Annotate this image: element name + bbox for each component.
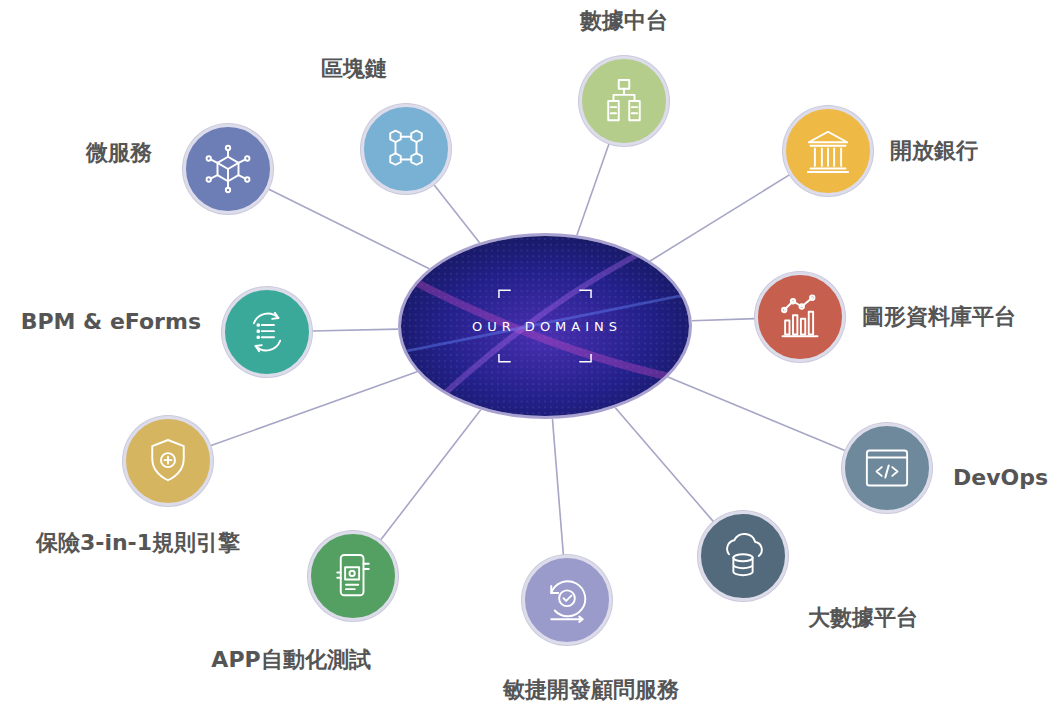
connector-line <box>210 372 417 446</box>
domain-icon <box>225 290 309 374</box>
connector-line <box>668 377 846 451</box>
domain-circle: DevOps <box>842 423 932 513</box>
connector-line <box>380 410 480 541</box>
domain-circle: 保險3-in-1規則引擎 <box>123 416 213 506</box>
center-label: OUR DOMAINS <box>472 319 622 334</box>
domain-label: 數據中台 <box>580 8 668 34</box>
center-ellipse: OUR DOMAINS <box>398 233 692 419</box>
domain-label: 大數據平台 <box>808 605 918 631</box>
domain-label: 微服務 <box>86 140 152 166</box>
domain-circle: 大數據平台 <box>698 511 788 601</box>
connector-line <box>434 184 480 242</box>
domain-icon <box>582 59 666 143</box>
connector-line <box>615 408 713 522</box>
domain-label: DevOps <box>953 465 1048 491</box>
domain-circle: 圖形資料庫平台 <box>755 272 845 362</box>
domain-circle: 開放銀行 <box>783 106 873 196</box>
domain-label: 開放銀行 <box>890 138 978 164</box>
domain-label: APP自動化測試 <box>211 647 370 673</box>
domain-icon <box>364 107 448 191</box>
domain-label: BPM & eForms <box>21 309 201 335</box>
domain-icon <box>186 127 270 211</box>
domain-icon <box>758 275 842 359</box>
domain-icon <box>845 426 929 510</box>
connector-line <box>692 319 755 321</box>
domain-label: 圖形資料庫平台 <box>862 304 1016 330</box>
domain-icon <box>701 514 785 598</box>
domain-circle: APP自動化測試 <box>308 531 398 621</box>
domain-icon <box>525 558 609 642</box>
domain-label: 保險3-in-1規則引擎 <box>36 530 240 556</box>
connector-line <box>552 419 563 555</box>
domain-circle: BPM & eForms <box>222 287 312 377</box>
domain-circle: 敏捷開發顧問服務 <box>522 555 612 645</box>
domain-icon <box>126 419 210 503</box>
domain-label: 敏捷開發顧問服務 <box>503 677 679 703</box>
connector-line <box>312 329 398 331</box>
connector-line <box>577 143 609 235</box>
domain-circle: 數據中台 <box>579 56 669 146</box>
domain-circle: 區塊鏈 <box>361 104 451 194</box>
domain-icon <box>786 109 870 193</box>
domain-icon <box>311 534 395 618</box>
domain-label: 區塊鏈 <box>321 56 387 82</box>
domain-circle: 微服務 <box>183 124 273 214</box>
